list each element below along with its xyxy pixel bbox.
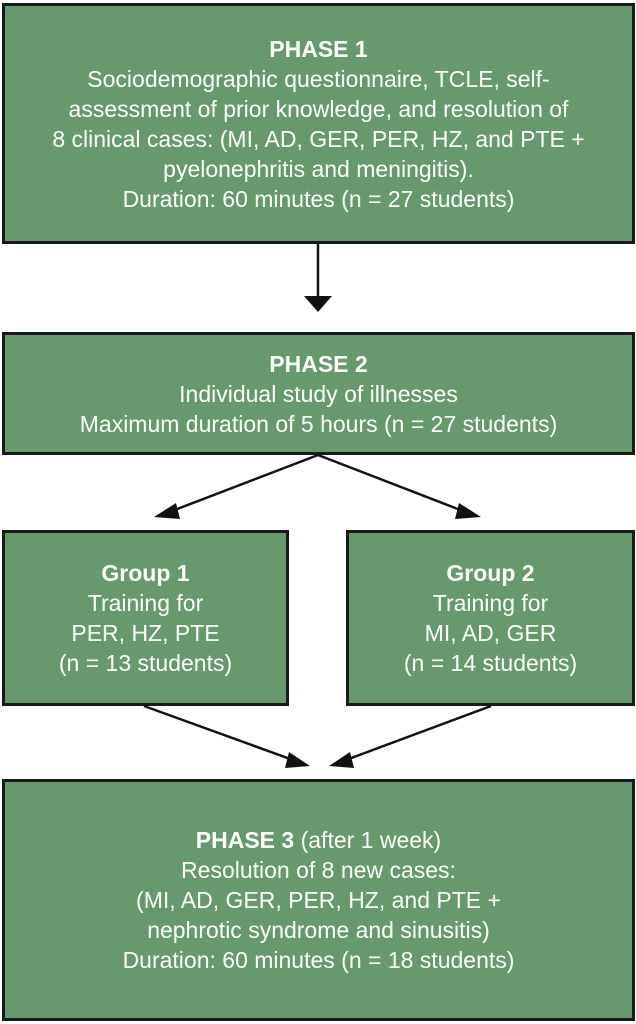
phase-1-line-3: 8 clinical cases: (MI, AD, GER, PER, HZ,… [52, 125, 585, 152]
phase-1-line-5: Duration: 60 minutes (n = 27 students) [122, 185, 515, 212]
phase-1-box: PHASE 1 Sociodemographic questionnaire, … [2, 3, 635, 244]
phase-1-line-1: Sociodemographic questionnaire, TCLE, se… [87, 65, 550, 92]
arrow-phase1-arrowhead [304, 296, 332, 312]
group-1-title: Group 1 [101, 560, 190, 586]
phase-3-heading: PHASE 3 (after 1 week) [196, 825, 441, 855]
phase-2-box: PHASE 2 Individual study of illnesses Ma… [2, 332, 635, 455]
group-1-line-1: Training for [87, 590, 204, 616]
phase-3-box: PHASE 3 (after 1 week) Resolution of 8 n… [2, 779, 635, 1021]
arrow-group2-arrowhead [455, 503, 481, 519]
arrow-group1-to-phase3 [143, 704, 294, 762]
phase-2-line-2: Maximum duration of 5 hours (n = 27 stud… [79, 410, 558, 437]
phase-1-line-4: pyelonephritis and meningitis). [163, 155, 474, 182]
arrow-group2-to-phase3 [345, 704, 492, 762]
arrow-group1-arrowhead [154, 503, 180, 519]
phase-1-title: PHASE 1 [269, 35, 368, 62]
arrow-group2-phase3-arrowhead [329, 752, 354, 768]
group-2-title: Group 2 [446, 560, 535, 586]
group-2-line-3: (n = 14 students) [403, 650, 578, 676]
phase-3-line-2: (MI, AD, GER, PER, HZ, and PTE + [136, 887, 501, 913]
phase-3-title-suffix: (after 1 week) [294, 827, 442, 853]
group-2-line-1: Training for [432, 590, 549, 616]
group-2-line-2: MI, AD, GER [424, 620, 557, 646]
group-1-line-2: PER, HZ, PTE [71, 620, 220, 646]
group-2-box: Group 2 Training for MI, AD, GER (n = 14… [346, 530, 635, 706]
phase-3-line-4: Duration: 60 minutes (n = 18 students) [122, 947, 515, 973]
phase-1-line-2: assessment of prior knowledge, and resol… [68, 95, 569, 122]
group-1-box: Group 1 Training for PER, HZ, PTE (n = 1… [2, 530, 289, 706]
arrow-group1-phase3-arrowhead [285, 752, 310, 768]
group-1-line-3: (n = 13 students) [58, 650, 233, 676]
arrow-phase2-to-group1 [171, 453, 319, 513]
phase-2-title: PHASE 2 [269, 350, 368, 377]
phase-3-line-1: Resolution of 8 new cases: [181, 857, 456, 883]
arrow-phase2-to-group2 [317, 453, 464, 513]
phase-3-line-3: nephrotic syndrome and sinusitis) [147, 917, 490, 943]
phase-3-title: PHASE 3 [195, 827, 295, 853]
phase-2-line-1: Individual study of illnesses [179, 380, 458, 407]
